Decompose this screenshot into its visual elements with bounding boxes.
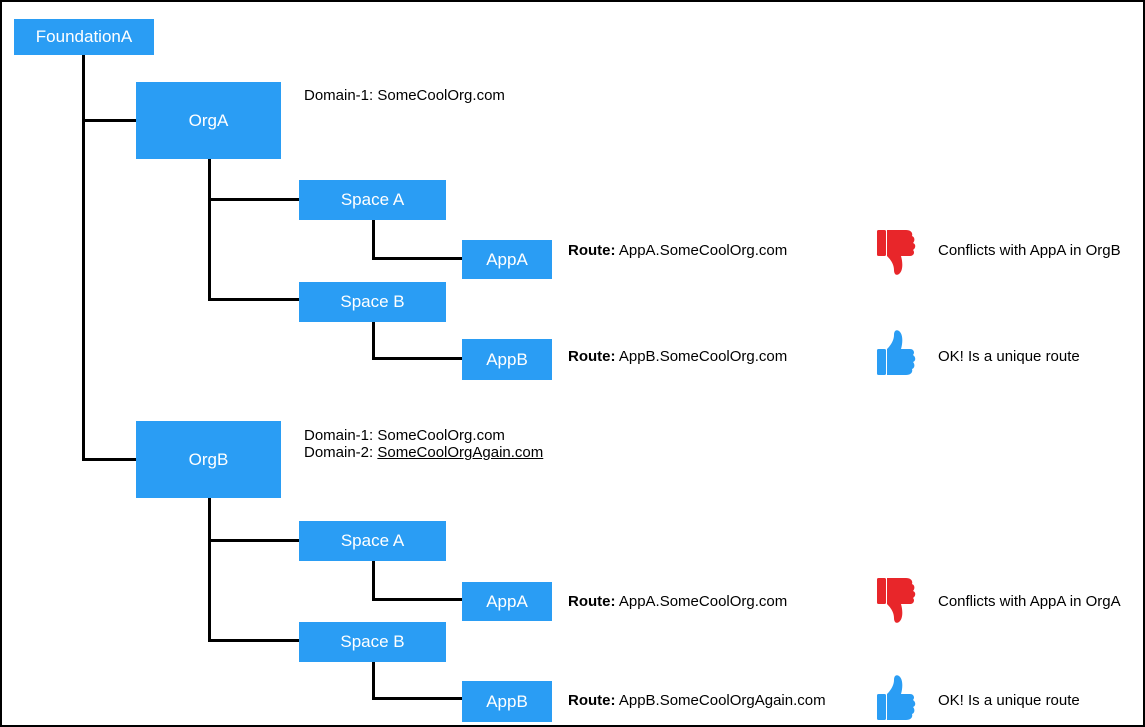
org-node-orgb: OrgB [136,421,281,498]
connector [208,639,299,642]
route-value: AppA.SomeCoolOrg.com [618,593,788,610]
connector [82,119,136,122]
space-label: Space B [340,632,405,651]
space-node-orgb-space-b: Space B [299,622,446,662]
connector [372,662,375,700]
connector [372,561,375,601]
connector [208,539,299,542]
org-domain-line: Domain-2: SomeCoolOrgAgain.com [304,444,543,462]
org-domain-line: Domain-1: SomeCoolOrg.com [304,427,505,445]
connector [372,598,462,601]
org-domain-line: Domain-1: SomeCoolOrg.com [304,87,505,105]
domain-value: SomeCoolOrgAgain.com [377,444,544,461]
app-label: AppA [486,249,528,269]
space-label: Space A [340,531,405,550]
org-label: OrgA [188,110,229,130]
verdict-text: OK! Is a unique route [938,348,1080,365]
app-node-orga-appa: AppA [462,240,552,279]
app-label: AppA [486,591,528,611]
route-line: Route: AppA.SomeCoolOrg.com [568,242,787,260]
domain-value: SomeCoolOrg.com [377,427,505,444]
route-line: Route: AppB.SomeCoolOrgAgain.com [568,692,826,710]
space-node-orga-space-b: Space B [299,282,446,322]
space-label: Space B [340,292,405,311]
space-node-orgb-space-a: Space A [299,521,446,561]
connector [372,322,375,360]
thumbs-up-icon [877,330,916,375]
thumbs-down-icon [877,578,916,623]
connector [372,357,462,360]
space-label: Space A [340,190,405,209]
route-value: AppB.SomeCoolOrg.com [618,348,788,365]
route-label: Route: [568,242,616,259]
connector [208,198,299,201]
route-line: Route: AppA.SomeCoolOrg.com [568,593,787,611]
connector [82,55,85,461]
connector [372,697,462,700]
route-label: Route: [568,348,616,365]
space-node-orga-space-a: Space A [299,180,446,220]
connector [208,298,299,301]
verdict-text: Conflicts with AppA in OrgB [938,242,1121,259]
route-label: Route: [568,593,616,610]
connector [208,498,211,642]
connector [372,220,375,260]
app-label: AppB [486,349,528,369]
connector [208,159,211,301]
foundation-label: FoundationA [35,27,133,46]
org-node-orga: OrgA [136,82,281,159]
route-label: Route: [568,692,616,709]
connector [82,458,136,461]
app-label: AppB [486,691,528,711]
route-value: AppB.SomeCoolOrgAgain.com [618,692,826,709]
domain-prefix: Domain-1: [304,427,378,444]
verdict-text: Conflicts with AppA in OrgA [938,593,1121,610]
foundation-node: FoundationA [14,19,154,55]
route-line: Route: AppB.SomeCoolOrg.com [568,348,787,366]
domain-value: SomeCoolOrg.com [377,87,505,104]
app-node-orgb-appa: AppA [462,582,552,621]
domain-prefix: Domain-1: [304,87,378,104]
connector [372,257,462,260]
thumbs-down-icon [877,230,916,275]
route-value: AppA.SomeCoolOrg.com [618,242,788,259]
app-node-orga-appb: AppB [462,339,552,380]
app-node-orgb-appb: AppB [462,681,552,722]
domain-prefix: Domain-2: [304,444,378,461]
verdict-text: OK! Is a unique route [938,692,1080,709]
org-label: OrgB [188,449,229,469]
thumbs-up-icon [877,675,916,720]
